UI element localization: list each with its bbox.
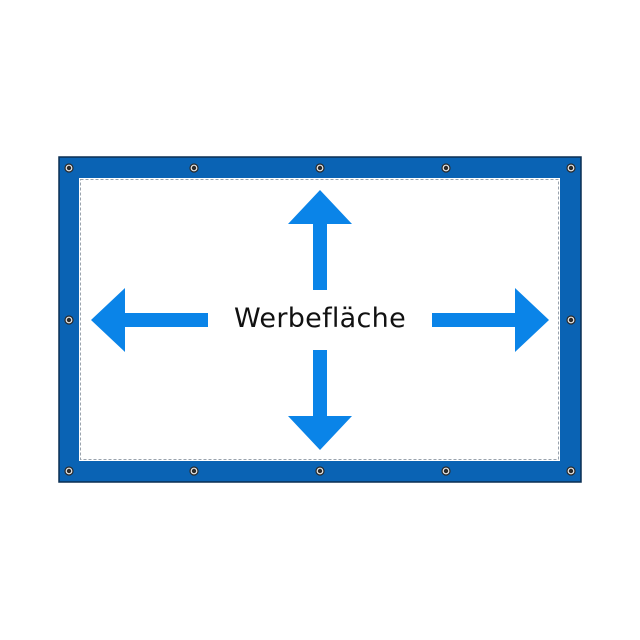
grommet-ring xyxy=(567,467,575,475)
grommet-ring xyxy=(65,316,73,324)
grommet-ring xyxy=(316,467,324,475)
grommet-ring xyxy=(442,164,450,172)
grommet-ring xyxy=(65,467,73,475)
banner-label: Werbefläche xyxy=(234,303,406,334)
grommets xyxy=(64,163,576,476)
down-arrow-icon xyxy=(288,350,352,450)
grommet-ring xyxy=(190,164,198,172)
right-arrow-icon xyxy=(432,288,549,352)
print-area-dashed-border xyxy=(80,179,559,460)
left-arrow-icon xyxy=(91,288,208,352)
grommet-ring xyxy=(567,316,575,324)
grommet-ring xyxy=(190,467,198,475)
grommet-ring xyxy=(316,164,324,172)
grommet-ring xyxy=(567,164,575,172)
grommet-ring xyxy=(65,164,73,172)
up-arrow-icon xyxy=(288,190,352,290)
grommet-ring xyxy=(442,467,450,475)
